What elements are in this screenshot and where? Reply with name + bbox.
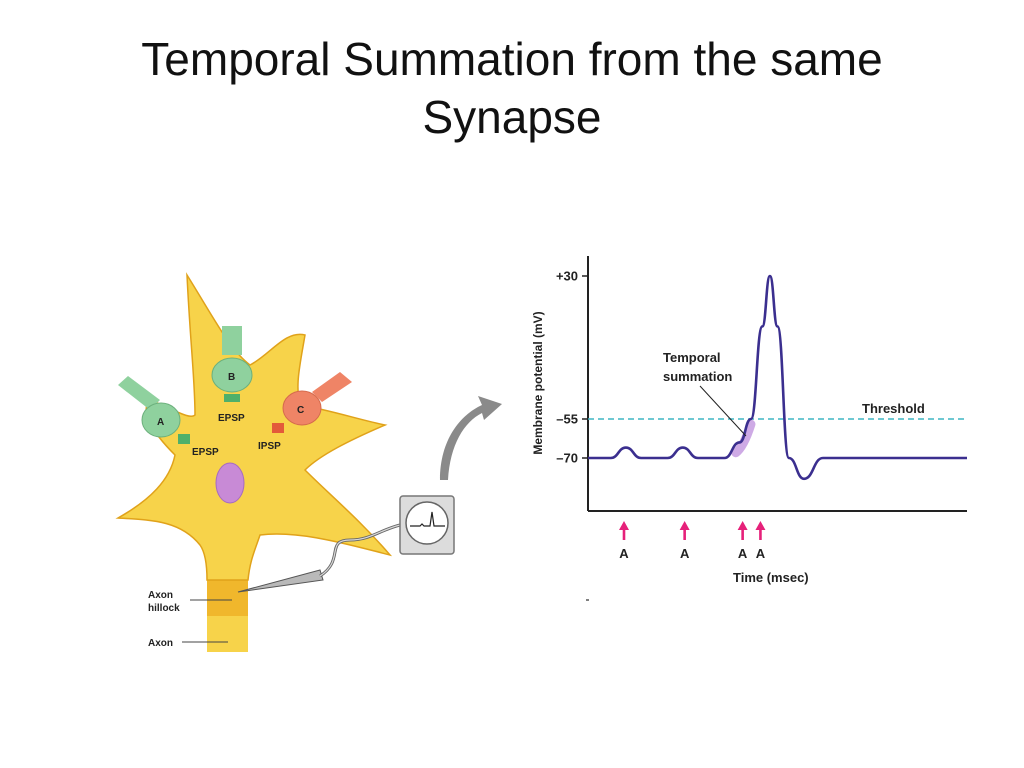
synapse-c-cleft	[272, 423, 284, 433]
stimulus-arrow-icon	[755, 521, 766, 540]
electrode	[237, 569, 324, 593]
synapse-b-terminal	[211, 357, 253, 393]
synapse-c-axon	[312, 372, 352, 402]
annotation-line2: summation	[663, 369, 732, 384]
stimulus-arrow-icon	[619, 521, 630, 540]
nucleus	[215, 462, 245, 504]
slide-title: Temporal Summation from the same Synapse	[0, 30, 1024, 146]
y-ticks: +30 –55 –70	[556, 269, 588, 466]
annotation-leader	[699, 385, 747, 437]
stimulus-label: A	[680, 546, 690, 561]
oscilloscope-trace	[410, 511, 445, 527]
x-axis-label: Time (msec)	[733, 570, 809, 585]
title-line-1: Temporal Summation from the same	[141, 33, 883, 85]
title-line-2: Synapse	[422, 91, 602, 143]
stimulus-label: A	[738, 546, 748, 561]
axon-hillock-label-line2: hillock	[148, 603, 180, 614]
synapse-c-label: C	[297, 405, 304, 416]
synapse-a-cleft	[178, 434, 190, 444]
axon-hillock-band	[207, 578, 248, 616]
neuron-illustration: B A C EPSP EPSP IPSP Axon hillock Axon	[115, 272, 502, 652]
synapse-c-terminal	[282, 390, 322, 426]
y-axis-label: Membrane potential (mV)	[531, 311, 545, 454]
axon-hillock-label-line1: Axon	[148, 590, 173, 601]
threshold-label: Threshold	[862, 401, 925, 416]
synapse-a-label: A	[157, 417, 164, 428]
oscilloscope-screen	[405, 501, 449, 545]
electrode-wire-highlight	[319, 524, 401, 577]
y-tick-label: –55	[556, 412, 578, 427]
stimulus-arrow-icon	[737, 521, 748, 540]
synapse-a-terminal	[141, 402, 181, 438]
synapse-b-cleft	[224, 394, 240, 402]
summation-highlight	[731, 419, 756, 458]
membrane-potential-trace	[587, 274, 967, 481]
stimulus-label: A	[756, 546, 766, 561]
curved-arrow-icon	[440, 396, 502, 480]
stimulus-arrow-icon	[679, 521, 690, 540]
y-tick-label: –70	[556, 451, 578, 466]
stimulus-label: A	[619, 546, 629, 561]
membrane-potential-chart: Threshold +30 –55 –70 Membrane potential (…	[531, 256, 967, 601]
epsp-b-label: EPSP	[218, 413, 245, 424]
synapse-b-axon	[222, 326, 242, 355]
annotation-line1: Temporal	[663, 350, 721, 365]
synapse-a-axon	[118, 376, 160, 410]
y-tick-label: +30	[556, 269, 578, 284]
ipsp-c-label: IPSP	[258, 441, 281, 452]
epsp-a-label: EPSP	[192, 447, 219, 458]
axon-label: Axon	[148, 638, 173, 649]
synapse-b-label: B	[228, 372, 235, 383]
